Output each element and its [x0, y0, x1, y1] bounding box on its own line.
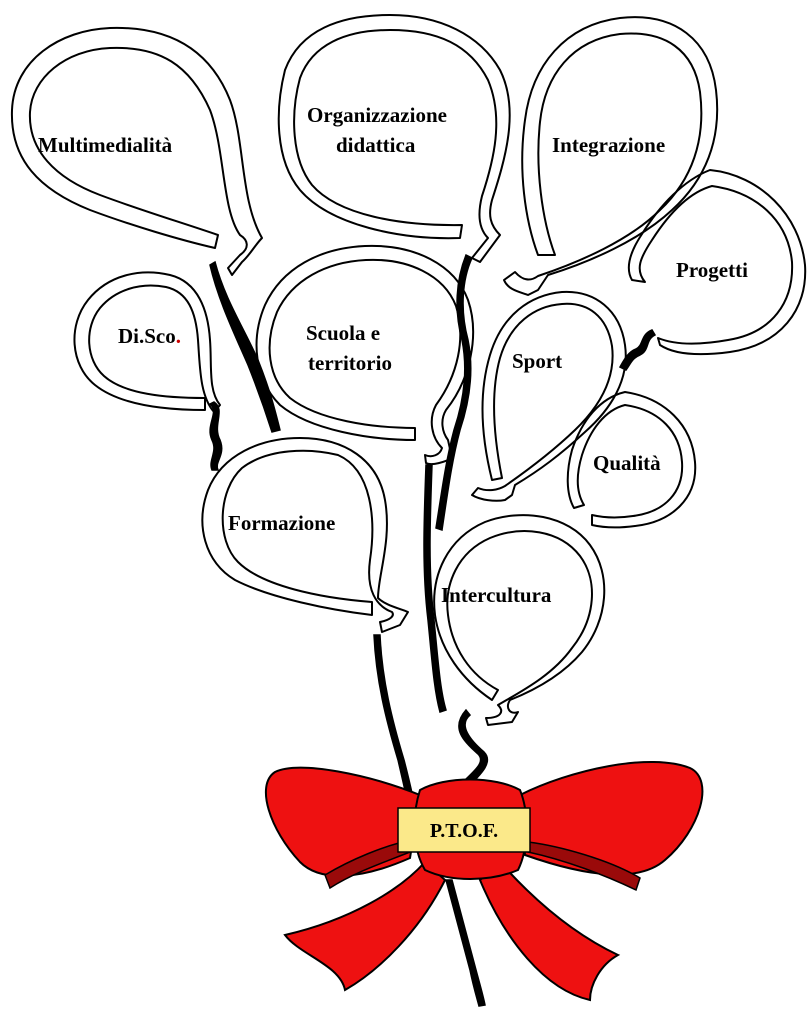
bow-right-inner	[527, 841, 641, 892]
bow: P.T.O.F.	[265, 760, 704, 1002]
balloon-scuola: Scuola e territorio	[255, 244, 474, 466]
label-multimedialita: Multimedialità	[38, 133, 173, 157]
bow-left-tail	[283, 860, 447, 992]
string-intercultura	[458, 708, 489, 786]
balloon-multimedialita-outline	[10, 26, 263, 276]
balloon-integrazione-outline	[503, 16, 719, 296]
label-scuola-line1: Scuola e	[306, 321, 380, 345]
label-integrazione: Integrazione	[552, 133, 665, 157]
string-scuola	[423, 464, 447, 713]
bow-right-tail	[478, 860, 621, 1002]
ptof-label: P.T.O.F.	[430, 820, 498, 842]
label-disco-dot: .	[176, 324, 181, 348]
balloon-organizzazione: Organizzazione didattica	[277, 14, 511, 263]
string-progetti	[618, 329, 657, 371]
balloon-disco-outline	[73, 271, 221, 413]
balloon-strings	[208, 253, 657, 1007]
string-bottom	[445, 879, 486, 1007]
label-progetti: Progetti	[676, 258, 748, 282]
label-intercultura: Intercultura	[441, 583, 552, 607]
string-organizzazione	[435, 253, 473, 531]
label-organizzazione-line1: Organizzazione	[307, 103, 447, 127]
label-qualita: Qualità	[593, 451, 661, 475]
balloon-progetti: Progetti	[627, 169, 807, 356]
bow-left-loop	[265, 766, 422, 877]
ptof-label-box	[397, 807, 531, 853]
label-organizzazione-line2: didattica	[336, 133, 416, 157]
balloon-intercultura-outline	[433, 514, 606, 726]
balloon-scuola-outline	[255, 244, 474, 466]
balloon-disco: Di.Sco.	[73, 271, 221, 413]
bow-right-loop	[518, 760, 704, 876]
label-formazione: Formazione	[228, 511, 335, 535]
balloon-sport: Sport	[471, 290, 627, 502]
balloon-progetti-outline	[627, 169, 807, 356]
balloon-sport-outline	[471, 290, 627, 502]
balloon-formazione: Formazione	[201, 437, 409, 633]
string-disco	[208, 401, 223, 471]
balloon-integrazione: Integrazione	[503, 16, 719, 296]
label-sport: Sport	[512, 349, 562, 373]
balloon-multimedialita: Multimedialità	[10, 26, 263, 276]
balloon-qualita: Qualità	[566, 391, 697, 529]
label-scuola-line2: territorio	[308, 351, 392, 375]
label-disco: Di.Sco.	[118, 324, 181, 348]
string-multimedialita	[209, 260, 281, 433]
balloon-organizzazione-outline	[277, 14, 511, 263]
balloon-qualita-outline	[566, 391, 697, 529]
balloon-intercultura: Intercultura	[433, 514, 606, 726]
balloon-formazione-outline	[201, 437, 409, 633]
label-disco-main: Di.Sco	[118, 324, 176, 348]
